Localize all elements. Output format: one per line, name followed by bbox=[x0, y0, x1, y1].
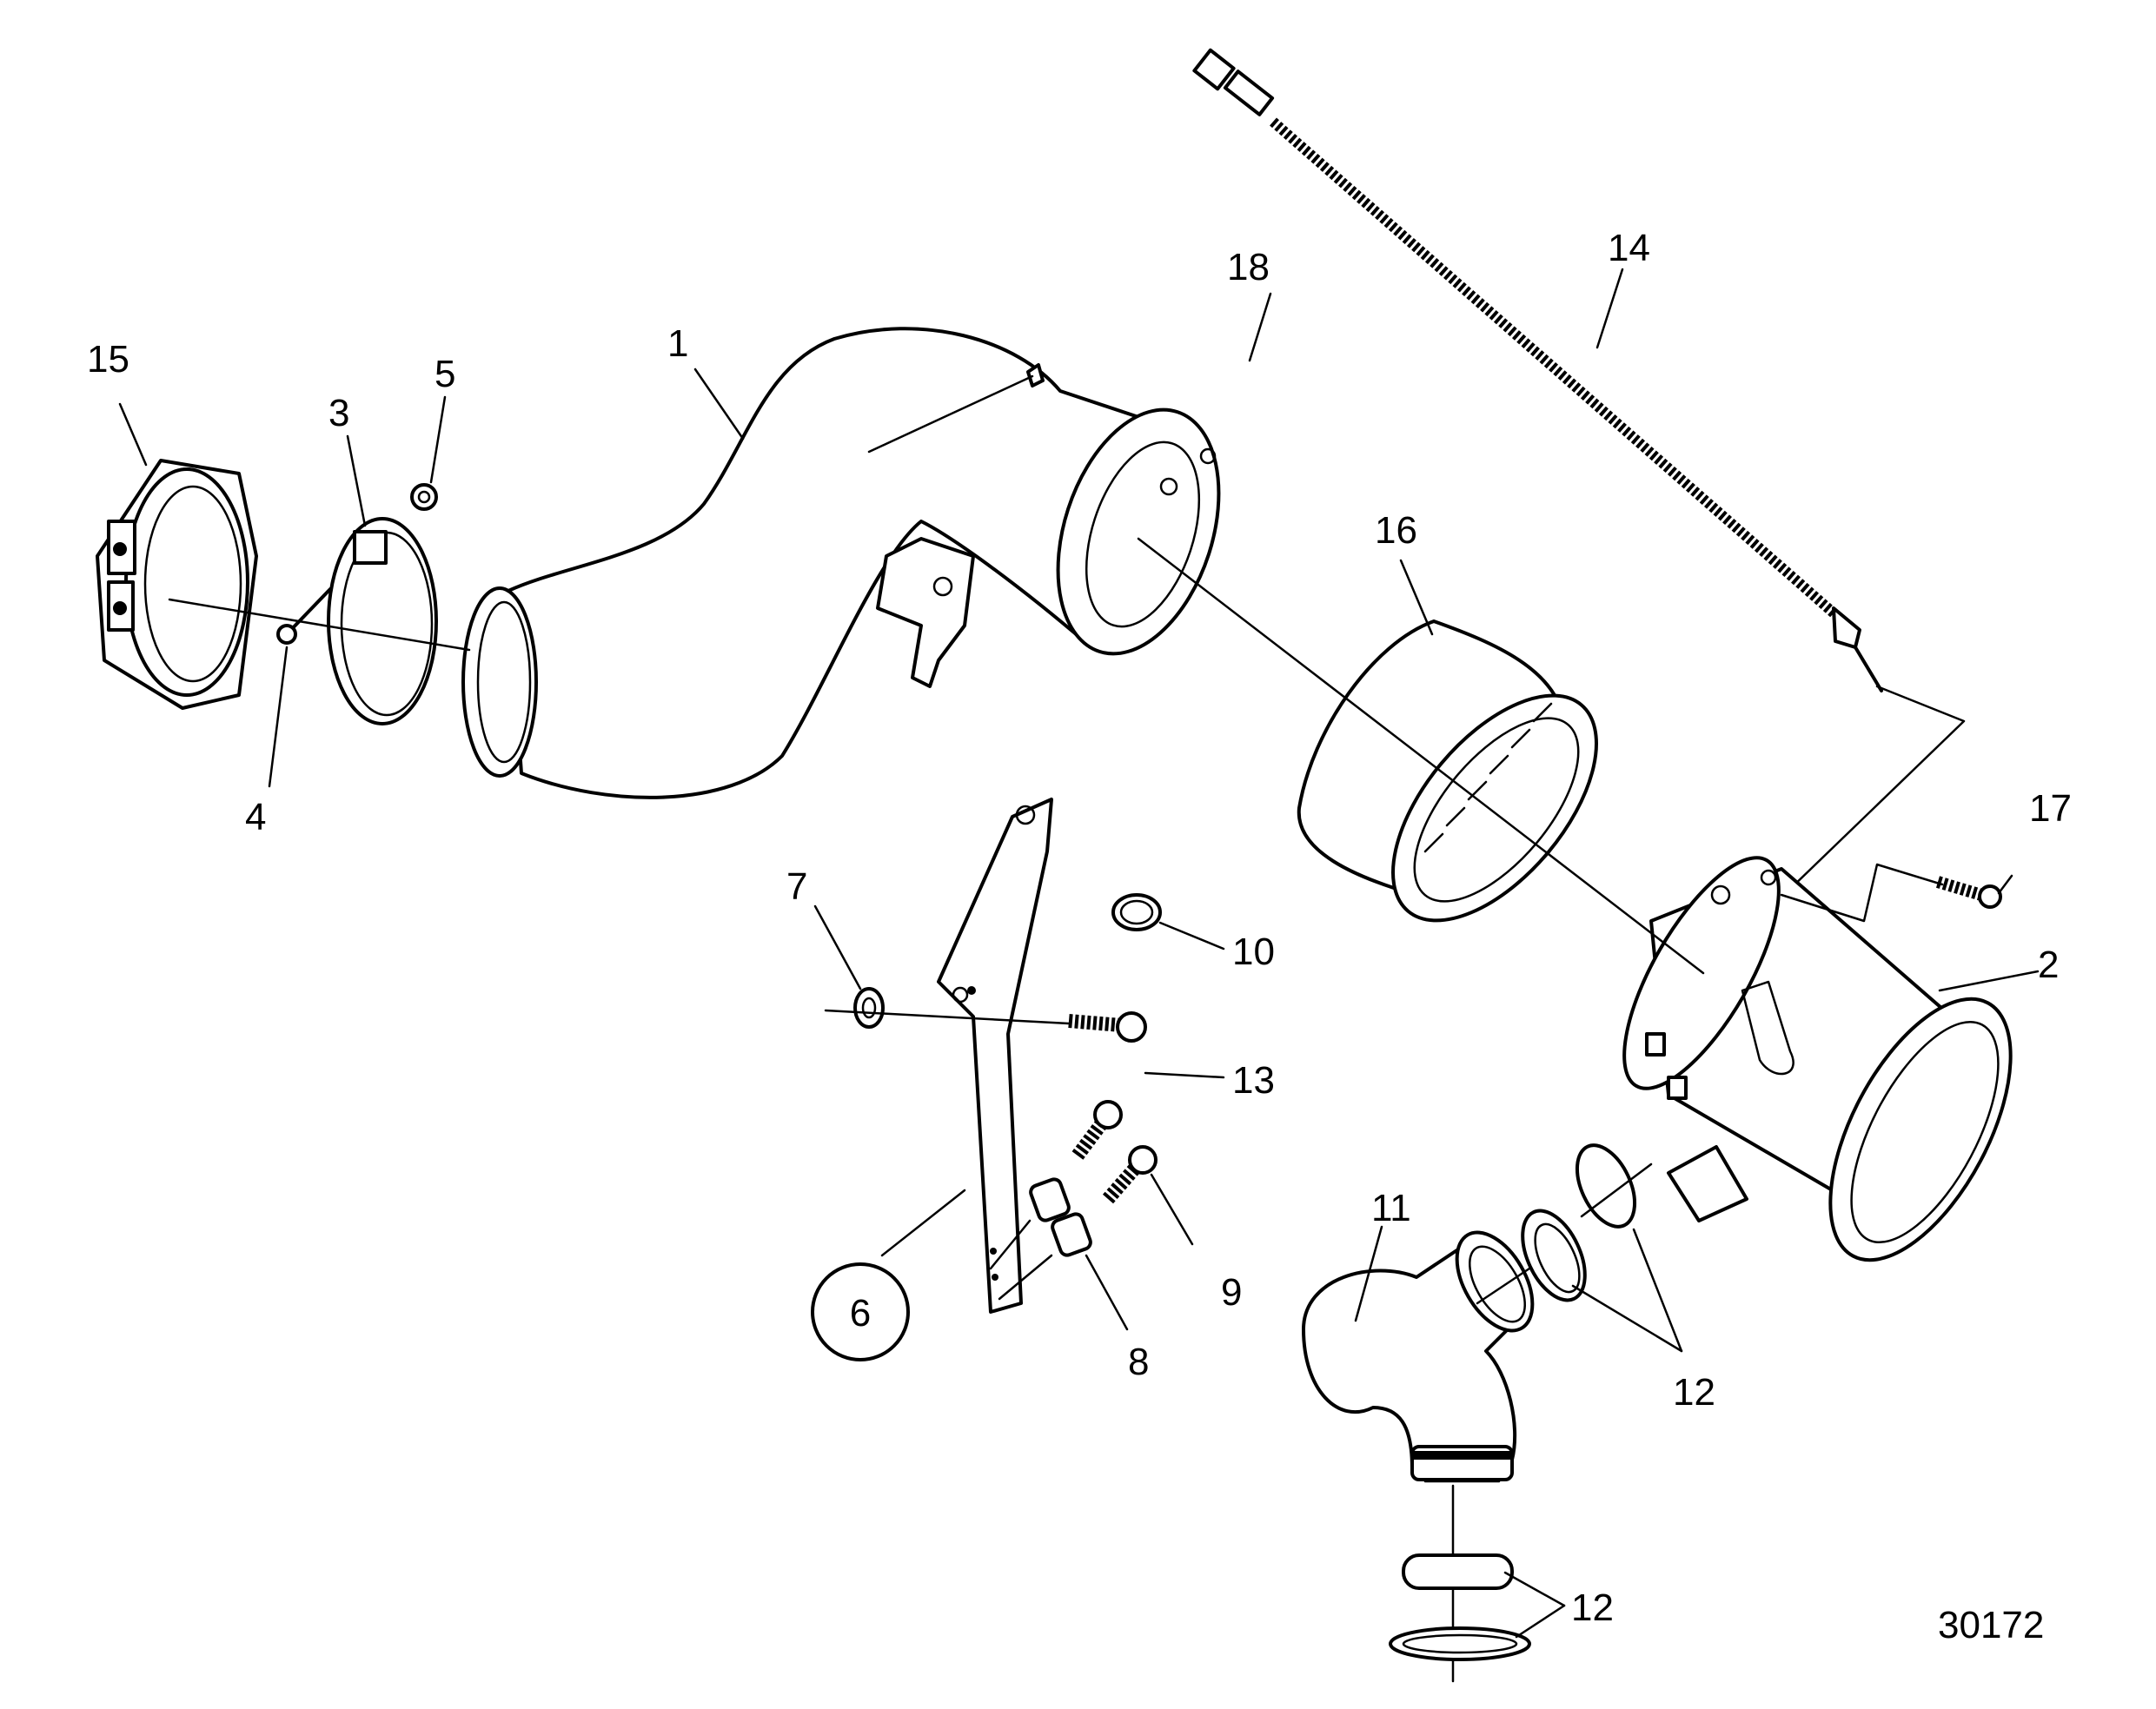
leader-lines bbox=[118, 268, 2040, 1639]
assembly-centerlines bbox=[168, 374, 1944, 1305]
callout-9: 9 bbox=[1221, 1271, 1242, 1314]
callout-12-lower: 12 bbox=[1571, 1586, 1614, 1629]
figure-number: 30172 bbox=[1938, 1604, 2044, 1646]
part-1-exhaust-tube bbox=[461, 327, 1221, 799]
callout-labels: 1 2 3 4 5 6 7 8 9 10 11 12 12 13 14 15 1… bbox=[87, 227, 2072, 1646]
callout-13: 13 bbox=[1232, 1059, 1275, 1102]
callout-17: 17 bbox=[2029, 787, 2072, 830]
callout-12-upper: 12 bbox=[1673, 1371, 1715, 1414]
part-4-screw bbox=[276, 587, 332, 645]
part-3-band-clamp bbox=[327, 517, 438, 725]
callout-6: 6 bbox=[850, 1292, 871, 1335]
callout-7: 7 bbox=[786, 865, 807, 908]
part-18-pin bbox=[1026, 363, 1045, 388]
part-12-clamps-lower bbox=[1389, 1484, 1531, 1683]
callout-4: 4 bbox=[245, 796, 266, 838]
part-6-bracket bbox=[937, 798, 1053, 1314]
part-17-screw bbox=[1935, 876, 2002, 909]
callout-18: 18 bbox=[1227, 246, 1270, 288]
callout-3: 3 bbox=[328, 392, 349, 434]
part-8-spacers bbox=[989, 1177, 1092, 1301]
callout-16: 16 bbox=[1375, 509, 1417, 552]
part-12-clamps-upper bbox=[1521, 1143, 1637, 1302]
callout-6-circle bbox=[811, 1262, 910, 1361]
part-9-bolts bbox=[1071, 1100, 1158, 1204]
part-15-end-cap bbox=[96, 459, 258, 710]
part-16-insulation-wrap bbox=[1297, 619, 1598, 923]
callout-2: 2 bbox=[2038, 944, 2059, 986]
callout-14: 14 bbox=[1608, 227, 1650, 269]
callout-8: 8 bbox=[1128, 1341, 1149, 1383]
part-7-washer bbox=[853, 987, 885, 1029]
part-10-hose-clamp bbox=[1111, 893, 1162, 931]
callout-1: 1 bbox=[667, 322, 688, 365]
callout-15: 15 bbox=[87, 338, 129, 381]
part-5-nut bbox=[410, 483, 438, 511]
part-13-bolt bbox=[1068, 1011, 1147, 1043]
callout-10: 10 bbox=[1232, 931, 1275, 973]
part-11-elbow-hose bbox=[1302, 1230, 1535, 1483]
callout-5: 5 bbox=[435, 353, 455, 395]
part-2-muffler bbox=[1622, 856, 2013, 1262]
callout-11: 11 bbox=[1371, 1187, 1411, 1229]
